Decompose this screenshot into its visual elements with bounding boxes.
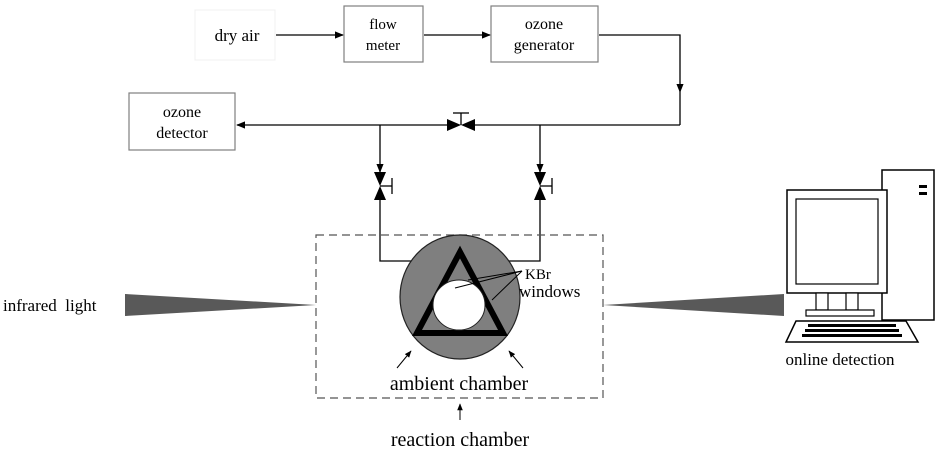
arrow-icon xyxy=(396,350,412,369)
dry-air-box: dry air xyxy=(194,9,276,61)
computer-icon xyxy=(784,169,935,343)
ozone-detector-label-line1: ozone xyxy=(163,104,201,121)
infrared-light-label: infrared light xyxy=(3,296,97,315)
infrared-beam xyxy=(125,294,316,316)
ozone-generator-label-line1: ozone xyxy=(525,16,563,33)
flow-meter-box: flow meter xyxy=(343,5,424,63)
reaction-chamber-label: reaction chamber xyxy=(391,429,530,451)
keyboard-keys xyxy=(802,324,902,337)
valve-icon xyxy=(374,172,393,200)
ozone-generator-box: ozone generator xyxy=(490,5,599,63)
valve-icon xyxy=(447,112,475,131)
ozone-detector-box: ozone detector xyxy=(128,92,236,151)
line-generator-down xyxy=(599,34,684,93)
ambient-chamber-label: ambient chamber xyxy=(390,373,529,395)
kbr-label: KBr xyxy=(525,267,551,283)
gas-lines xyxy=(236,31,684,262)
windows-label: windows xyxy=(519,282,580,301)
ozone-detector-label-line2: detector xyxy=(156,125,208,142)
dry-air-label: dry air xyxy=(215,26,260,45)
line-right-branch-to-chamber xyxy=(505,200,541,262)
flow-meter-label-line2: meter xyxy=(366,38,400,54)
ambient-chamber xyxy=(399,234,521,360)
arrow-icon xyxy=(508,350,524,369)
inner-cell xyxy=(432,279,486,331)
flow-meter-label-line1: flow xyxy=(369,17,397,33)
online-detection-label: online detection xyxy=(785,350,895,369)
valve-icon xyxy=(534,172,553,200)
kbr-windows-annotation: KBr windows xyxy=(454,267,580,301)
ozone-generator-label-line2: generator xyxy=(514,37,575,54)
detection-beam xyxy=(603,294,784,316)
